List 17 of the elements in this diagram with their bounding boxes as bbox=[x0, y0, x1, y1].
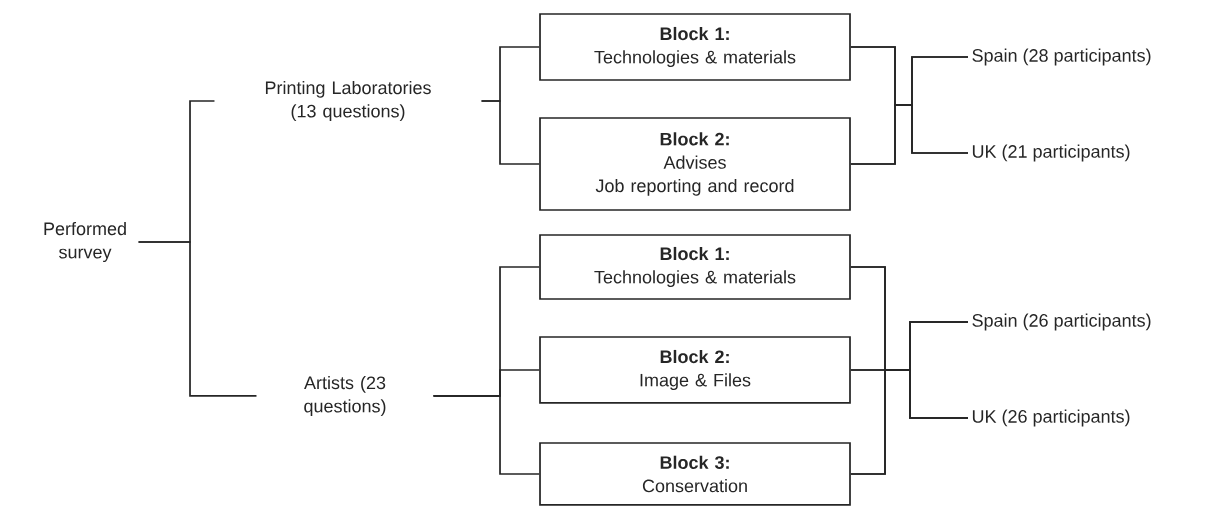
connector-line bbox=[432, 395, 540, 475]
country-label: Spain (26 participants) bbox=[972, 313, 1151, 331]
country-label: UK (21 participants) bbox=[972, 144, 1130, 162]
connector-line bbox=[850, 369, 969, 475]
branch-label: Printing Laboratories (13 questions) bbox=[265, 80, 431, 122]
block-box: Block 2: Image & Files bbox=[539, 336, 851, 404]
connector-line bbox=[480, 100, 540, 165]
block-box: Block 1: Technologies & materials bbox=[539, 234, 851, 300]
block-box: Block 3: Conservation bbox=[539, 442, 851, 506]
block-box: Block 2: Advises Job reporting and record bbox=[539, 117, 851, 211]
root-label: Performed survey bbox=[44, 221, 126, 263]
block-box: Block 1: Technologies & materials bbox=[539, 13, 851, 81]
branch-label: Artists (23 questions) bbox=[304, 375, 386, 417]
connector-line bbox=[850, 104, 969, 165]
connector-line bbox=[137, 241, 258, 397]
country-label: UK (26 participants) bbox=[972, 409, 1130, 427]
country-label: Spain (28 participants) bbox=[972, 48, 1151, 66]
